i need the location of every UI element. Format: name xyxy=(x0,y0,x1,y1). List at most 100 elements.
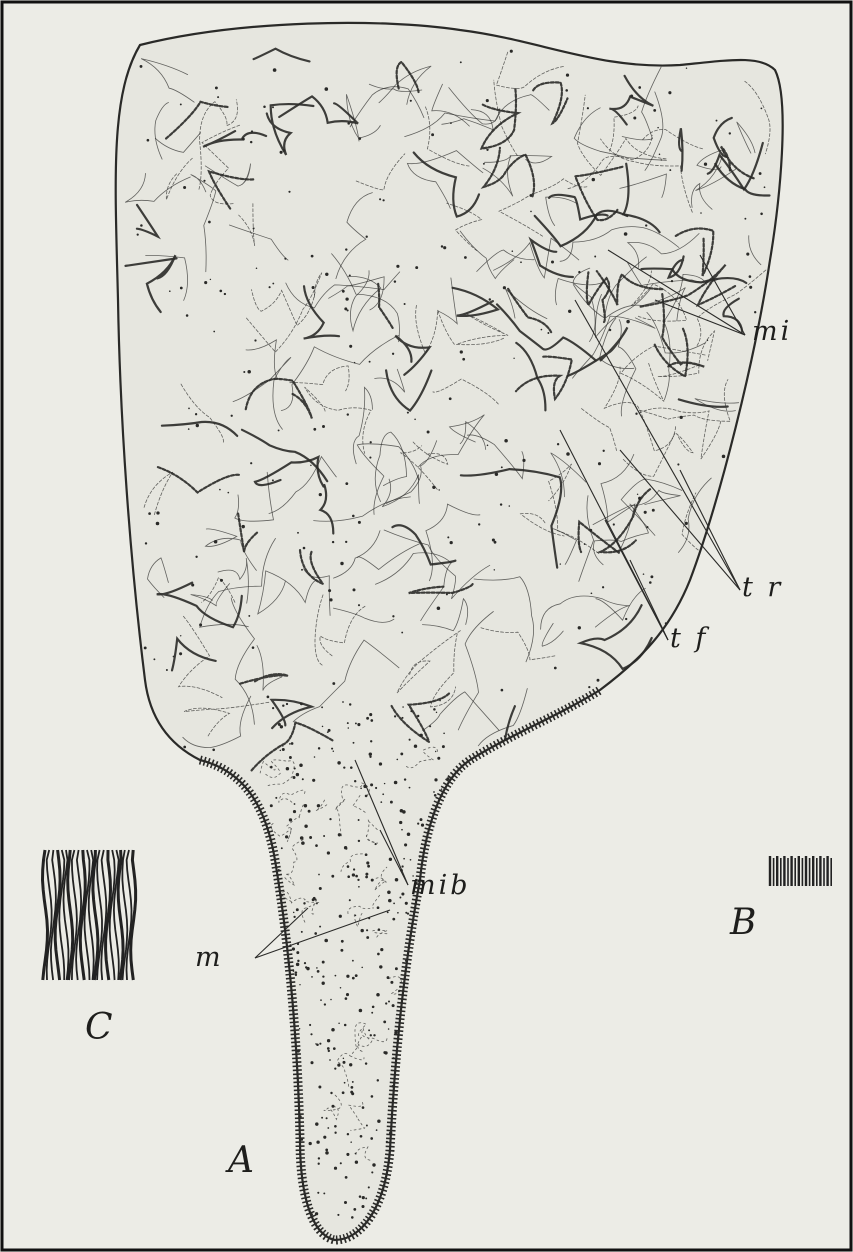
granule xyxy=(379,762,382,765)
granule xyxy=(367,865,370,868)
granule xyxy=(385,1002,387,1004)
granule xyxy=(380,948,383,951)
granule xyxy=(323,835,325,837)
granule xyxy=(671,280,673,282)
granule xyxy=(405,912,407,914)
granule xyxy=(387,911,389,913)
granule xyxy=(331,875,334,878)
granule xyxy=(210,279,211,280)
granule xyxy=(420,818,423,821)
granule xyxy=(566,452,570,456)
granule xyxy=(446,777,449,780)
granule xyxy=(345,541,347,543)
granule xyxy=(358,840,360,842)
granule xyxy=(394,781,398,785)
granule xyxy=(504,439,508,443)
granule xyxy=(331,1105,334,1108)
granule xyxy=(208,221,211,224)
granule xyxy=(584,543,586,545)
granule xyxy=(147,139,150,142)
granule xyxy=(318,747,320,749)
granule xyxy=(256,268,258,270)
granule xyxy=(366,236,368,238)
granule xyxy=(446,593,448,595)
granule xyxy=(414,419,416,421)
granule xyxy=(286,767,289,770)
label-C: C xyxy=(85,1010,113,1046)
granule xyxy=(342,290,345,293)
granule xyxy=(296,951,299,954)
granule xyxy=(296,908,299,911)
granule xyxy=(646,526,648,528)
granule xyxy=(400,809,404,813)
granule xyxy=(388,1000,390,1002)
granule xyxy=(355,722,357,724)
granule xyxy=(294,803,296,805)
granule xyxy=(212,749,215,752)
granule xyxy=(253,227,255,229)
granule xyxy=(383,1021,386,1024)
granule xyxy=(388,899,392,903)
granule xyxy=(401,865,403,867)
granule xyxy=(434,778,437,781)
granule xyxy=(319,887,322,890)
granule xyxy=(347,122,350,125)
granule xyxy=(349,899,351,901)
granule xyxy=(300,836,304,840)
granule xyxy=(309,1142,312,1145)
granule xyxy=(760,213,763,216)
granule xyxy=(362,1106,365,1109)
granule xyxy=(346,1153,349,1156)
granule xyxy=(282,748,285,751)
granule xyxy=(270,766,273,769)
granule xyxy=(328,729,331,732)
granule xyxy=(286,703,288,705)
granule xyxy=(309,1024,311,1026)
granule xyxy=(358,137,361,140)
granule xyxy=(462,358,465,361)
granule xyxy=(180,635,181,636)
granule xyxy=(349,1063,352,1066)
granule xyxy=(369,457,371,459)
granule xyxy=(365,873,368,876)
granule xyxy=(405,960,407,962)
inset-b-fibers xyxy=(770,856,831,886)
granule xyxy=(347,875,350,878)
granule xyxy=(495,473,498,476)
granule xyxy=(188,408,190,410)
granule xyxy=(501,689,504,692)
granule xyxy=(653,109,656,112)
granule xyxy=(613,523,615,525)
granule xyxy=(312,286,315,289)
granule xyxy=(437,757,440,760)
granule xyxy=(346,993,349,996)
granule xyxy=(370,719,373,722)
granule xyxy=(322,425,325,428)
granule xyxy=(347,865,350,868)
granule xyxy=(405,902,408,905)
granule xyxy=(404,843,407,846)
granule xyxy=(588,686,590,688)
granule xyxy=(598,462,601,465)
granule xyxy=(324,1003,326,1005)
granule xyxy=(494,569,495,570)
granule xyxy=(450,541,453,544)
granule xyxy=(478,523,480,525)
granule xyxy=(594,256,596,258)
granule xyxy=(195,413,197,415)
granule xyxy=(327,851,330,854)
granule xyxy=(680,416,683,419)
granule xyxy=(332,541,334,543)
granule xyxy=(282,704,284,706)
granule xyxy=(602,586,604,588)
granule xyxy=(380,801,382,803)
granule xyxy=(668,91,671,94)
granule xyxy=(251,130,253,132)
granule xyxy=(313,428,316,431)
granule xyxy=(320,999,322,1001)
granule xyxy=(633,117,636,120)
granule xyxy=(557,443,559,445)
granule xyxy=(707,340,709,342)
granule xyxy=(759,172,762,175)
